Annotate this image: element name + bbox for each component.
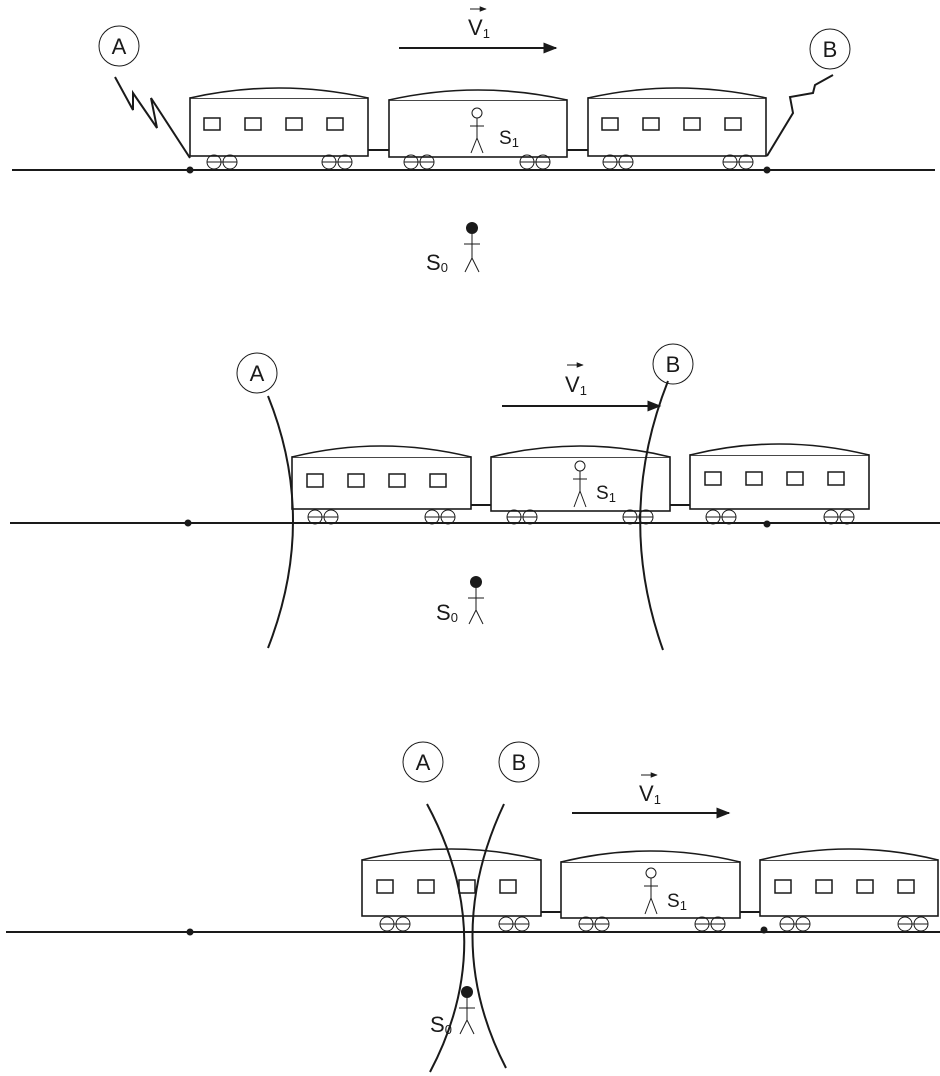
panel-1: A B V1 — [12, 9, 935, 275]
velocity-label: V1 — [639, 781, 661, 807]
point-b-text: B — [512, 750, 527, 775]
lightning-bolt-a — [115, 77, 190, 158]
velocity-label: V1 — [565, 372, 587, 398]
point-b-text: B — [823, 37, 838, 62]
point-a-label: A — [403, 742, 443, 782]
point-a-text: A — [416, 750, 431, 775]
track-marker-b — [764, 167, 771, 174]
ground-observer-figure — [459, 986, 475, 1034]
point-a-text: A — [250, 361, 265, 386]
ground-observer-label: S0 — [430, 1012, 452, 1037]
train-car — [760, 849, 938, 931]
ground-observer-figure — [464, 222, 480, 272]
point-a-label: A — [237, 353, 277, 393]
ground-observer-figure — [468, 576, 484, 624]
panel-3: A B V1 — [6, 742, 940, 1072]
velocity-arrow: V1 — [502, 365, 660, 406]
velocity-arrow: V1 — [399, 9, 556, 48]
velocity-arrow: V1 — [572, 775, 729, 813]
point-b-label: B — [653, 344, 693, 384]
train-car — [292, 446, 471, 524]
light-front-b — [472, 804, 506, 1068]
point-a-text: A — [112, 34, 127, 59]
ground-observer-label: S0 — [436, 600, 458, 625]
track-marker-a — [187, 929, 194, 936]
point-b-label: B — [499, 742, 539, 782]
point-a-label: A — [99, 26, 139, 66]
point-b-text: B — [666, 352, 681, 377]
track-marker-a — [185, 520, 192, 527]
light-front-b — [640, 381, 668, 650]
track-marker-b — [764, 521, 771, 528]
lightning-bolt-b — [767, 75, 833, 156]
train-car — [690, 444, 869, 524]
panel-2: A B V1 — [10, 344, 940, 650]
train-car — [190, 88, 368, 169]
track-marker-b — [761, 927, 768, 934]
ground-observer-label: S0 — [426, 250, 448, 275]
track-marker-a — [187, 167, 194, 174]
velocity-label: V1 — [468, 15, 490, 41]
point-b-label: B — [810, 29, 850, 69]
train-car — [588, 88, 766, 169]
train-car — [389, 90, 567, 169]
